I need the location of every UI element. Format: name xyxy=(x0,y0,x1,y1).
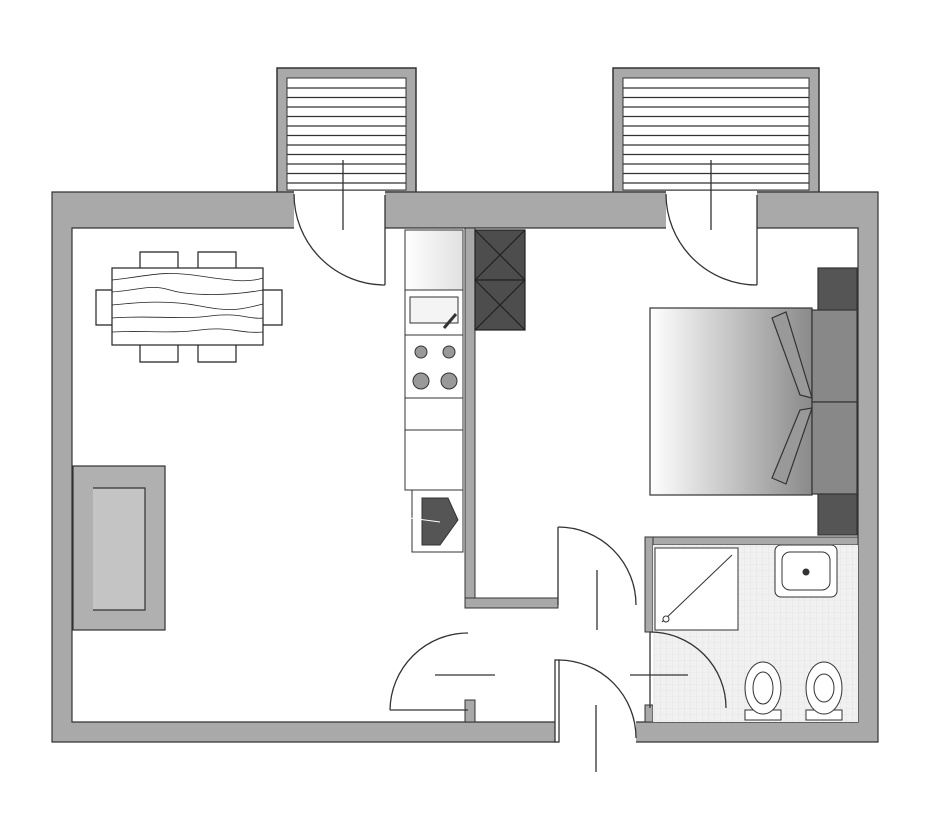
bathroom-door xyxy=(630,631,727,709)
doors[interactable] xyxy=(293,160,758,772)
shower xyxy=(654,547,739,631)
bidet xyxy=(805,661,843,721)
living-room-door xyxy=(389,632,495,711)
balcony-slats xyxy=(623,87,809,184)
toilet xyxy=(744,661,782,721)
entrance-door xyxy=(554,659,637,772)
bathroom-sink xyxy=(774,544,838,598)
bedroom-door xyxy=(557,526,637,630)
wardrobe-boxes xyxy=(474,229,526,331)
balcony-door-right xyxy=(665,160,758,286)
sofa xyxy=(72,465,166,631)
balcony-slats xyxy=(287,87,406,184)
stove xyxy=(404,334,464,399)
kitchen-counter xyxy=(404,229,464,553)
balcony-door-left xyxy=(293,160,386,286)
interior-walls xyxy=(464,227,859,723)
balcony-left xyxy=(276,67,417,195)
dining-table xyxy=(95,251,283,363)
balcony-right xyxy=(612,67,820,195)
bed xyxy=(649,267,858,536)
